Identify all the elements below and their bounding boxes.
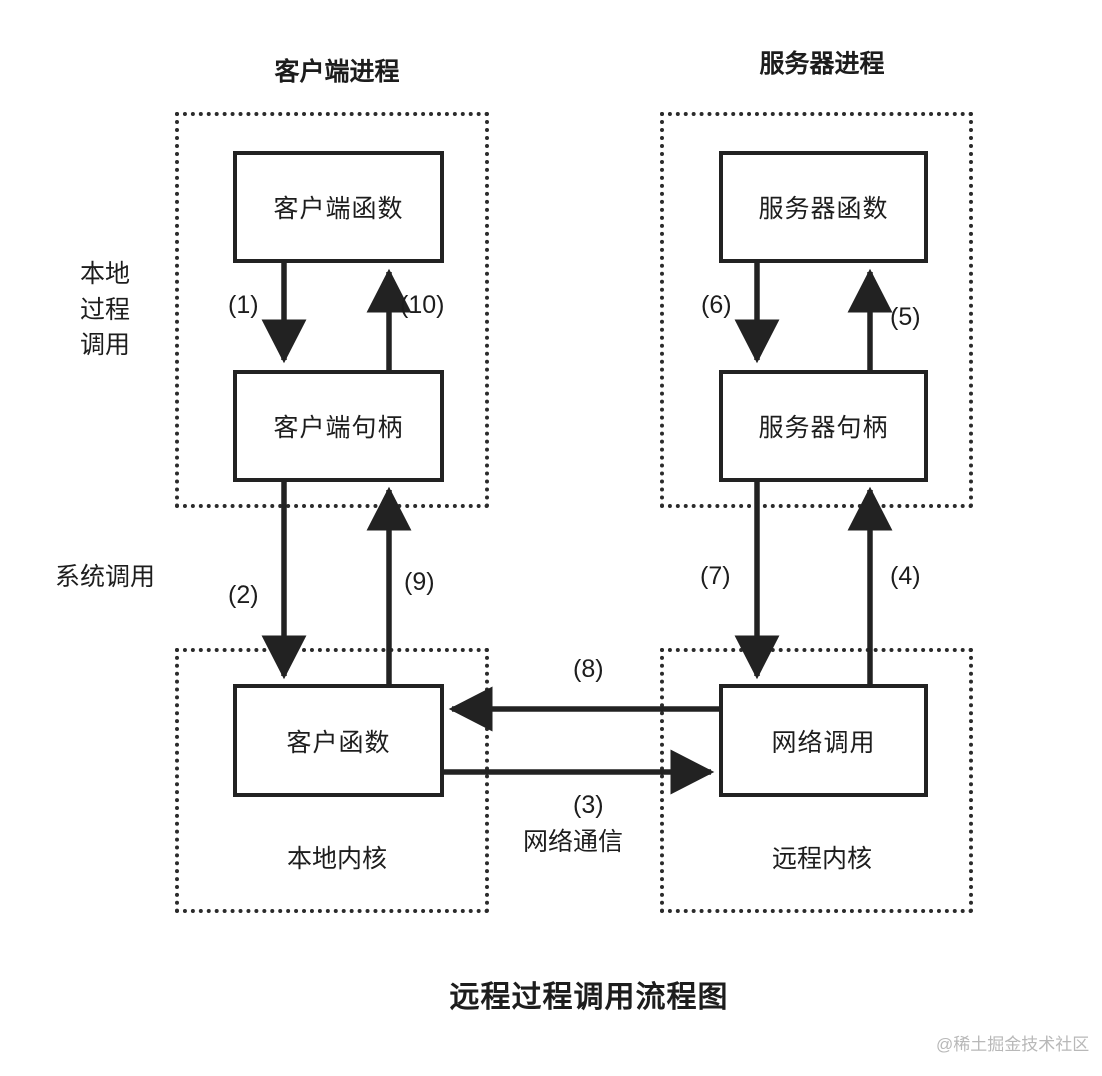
node-network-call[interactable]: 网络调用 [719,684,928,797]
diagram-title: 远程过程调用流程图 [449,981,729,1014]
step-1-label: (1) [228,291,259,319]
step-6-label: (6) [701,291,732,319]
client-process-region [175,112,489,508]
local-procedure-call-label: 本地 过程 调用 [80,260,131,359]
node-server-function[interactable]: 服务器函数 [719,151,928,263]
step-2-label: (2) [228,581,259,609]
step-3-label: (3) [573,791,604,819]
node-client-stub[interactable]: 客户端句柄 [233,370,444,482]
server-process-region [660,112,973,508]
step-4-label: (4) [890,562,921,590]
step-5-label: (5) [890,303,921,331]
node-server-stub[interactable]: 服务器句柄 [719,370,928,482]
step-9-label: (9) [404,568,435,596]
step-8-label: (8) [573,655,604,683]
system-call-label: 系统调用 [55,563,156,591]
network-communication-label: 网络通信 [522,828,624,856]
remote-kernel-region [660,648,973,913]
server-process-title: 服务器进程 [759,50,885,78]
local-kernel-label: 本地内核 [286,845,388,873]
remote-kernel-label: 远程内核 [771,845,873,873]
watermark: @稀土掘金技术社区 [936,1035,1090,1054]
step-7-label: (7) [700,562,731,590]
client-process-title: 客户端进程 [274,58,400,86]
node-client-kernel-function[interactable]: 客户函数 [233,684,444,797]
local-kernel-region [175,648,489,913]
step-10-label: (10) [400,291,445,319]
node-client-function[interactable]: 客户端函数 [233,151,444,263]
